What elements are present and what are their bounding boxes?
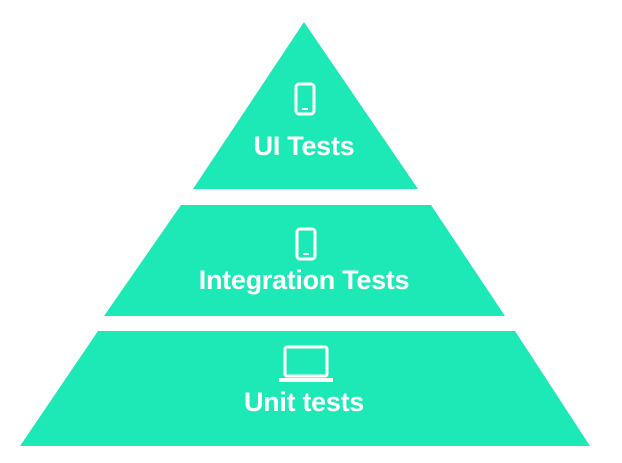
laptop-icon: [279, 345, 333, 382]
tier-unit-tests: [20, 331, 590, 446]
smartphone-icon: [294, 82, 316, 116]
tier-label-integration: Integration Tests: [198, 265, 410, 295]
tier-label-unit: Unit tests: [243, 387, 365, 417]
smartphone-icon: [295, 227, 317, 261]
tier-ui-tests: [193, 22, 418, 189]
tier-label-ui: UI Tests: [253, 131, 355, 161]
